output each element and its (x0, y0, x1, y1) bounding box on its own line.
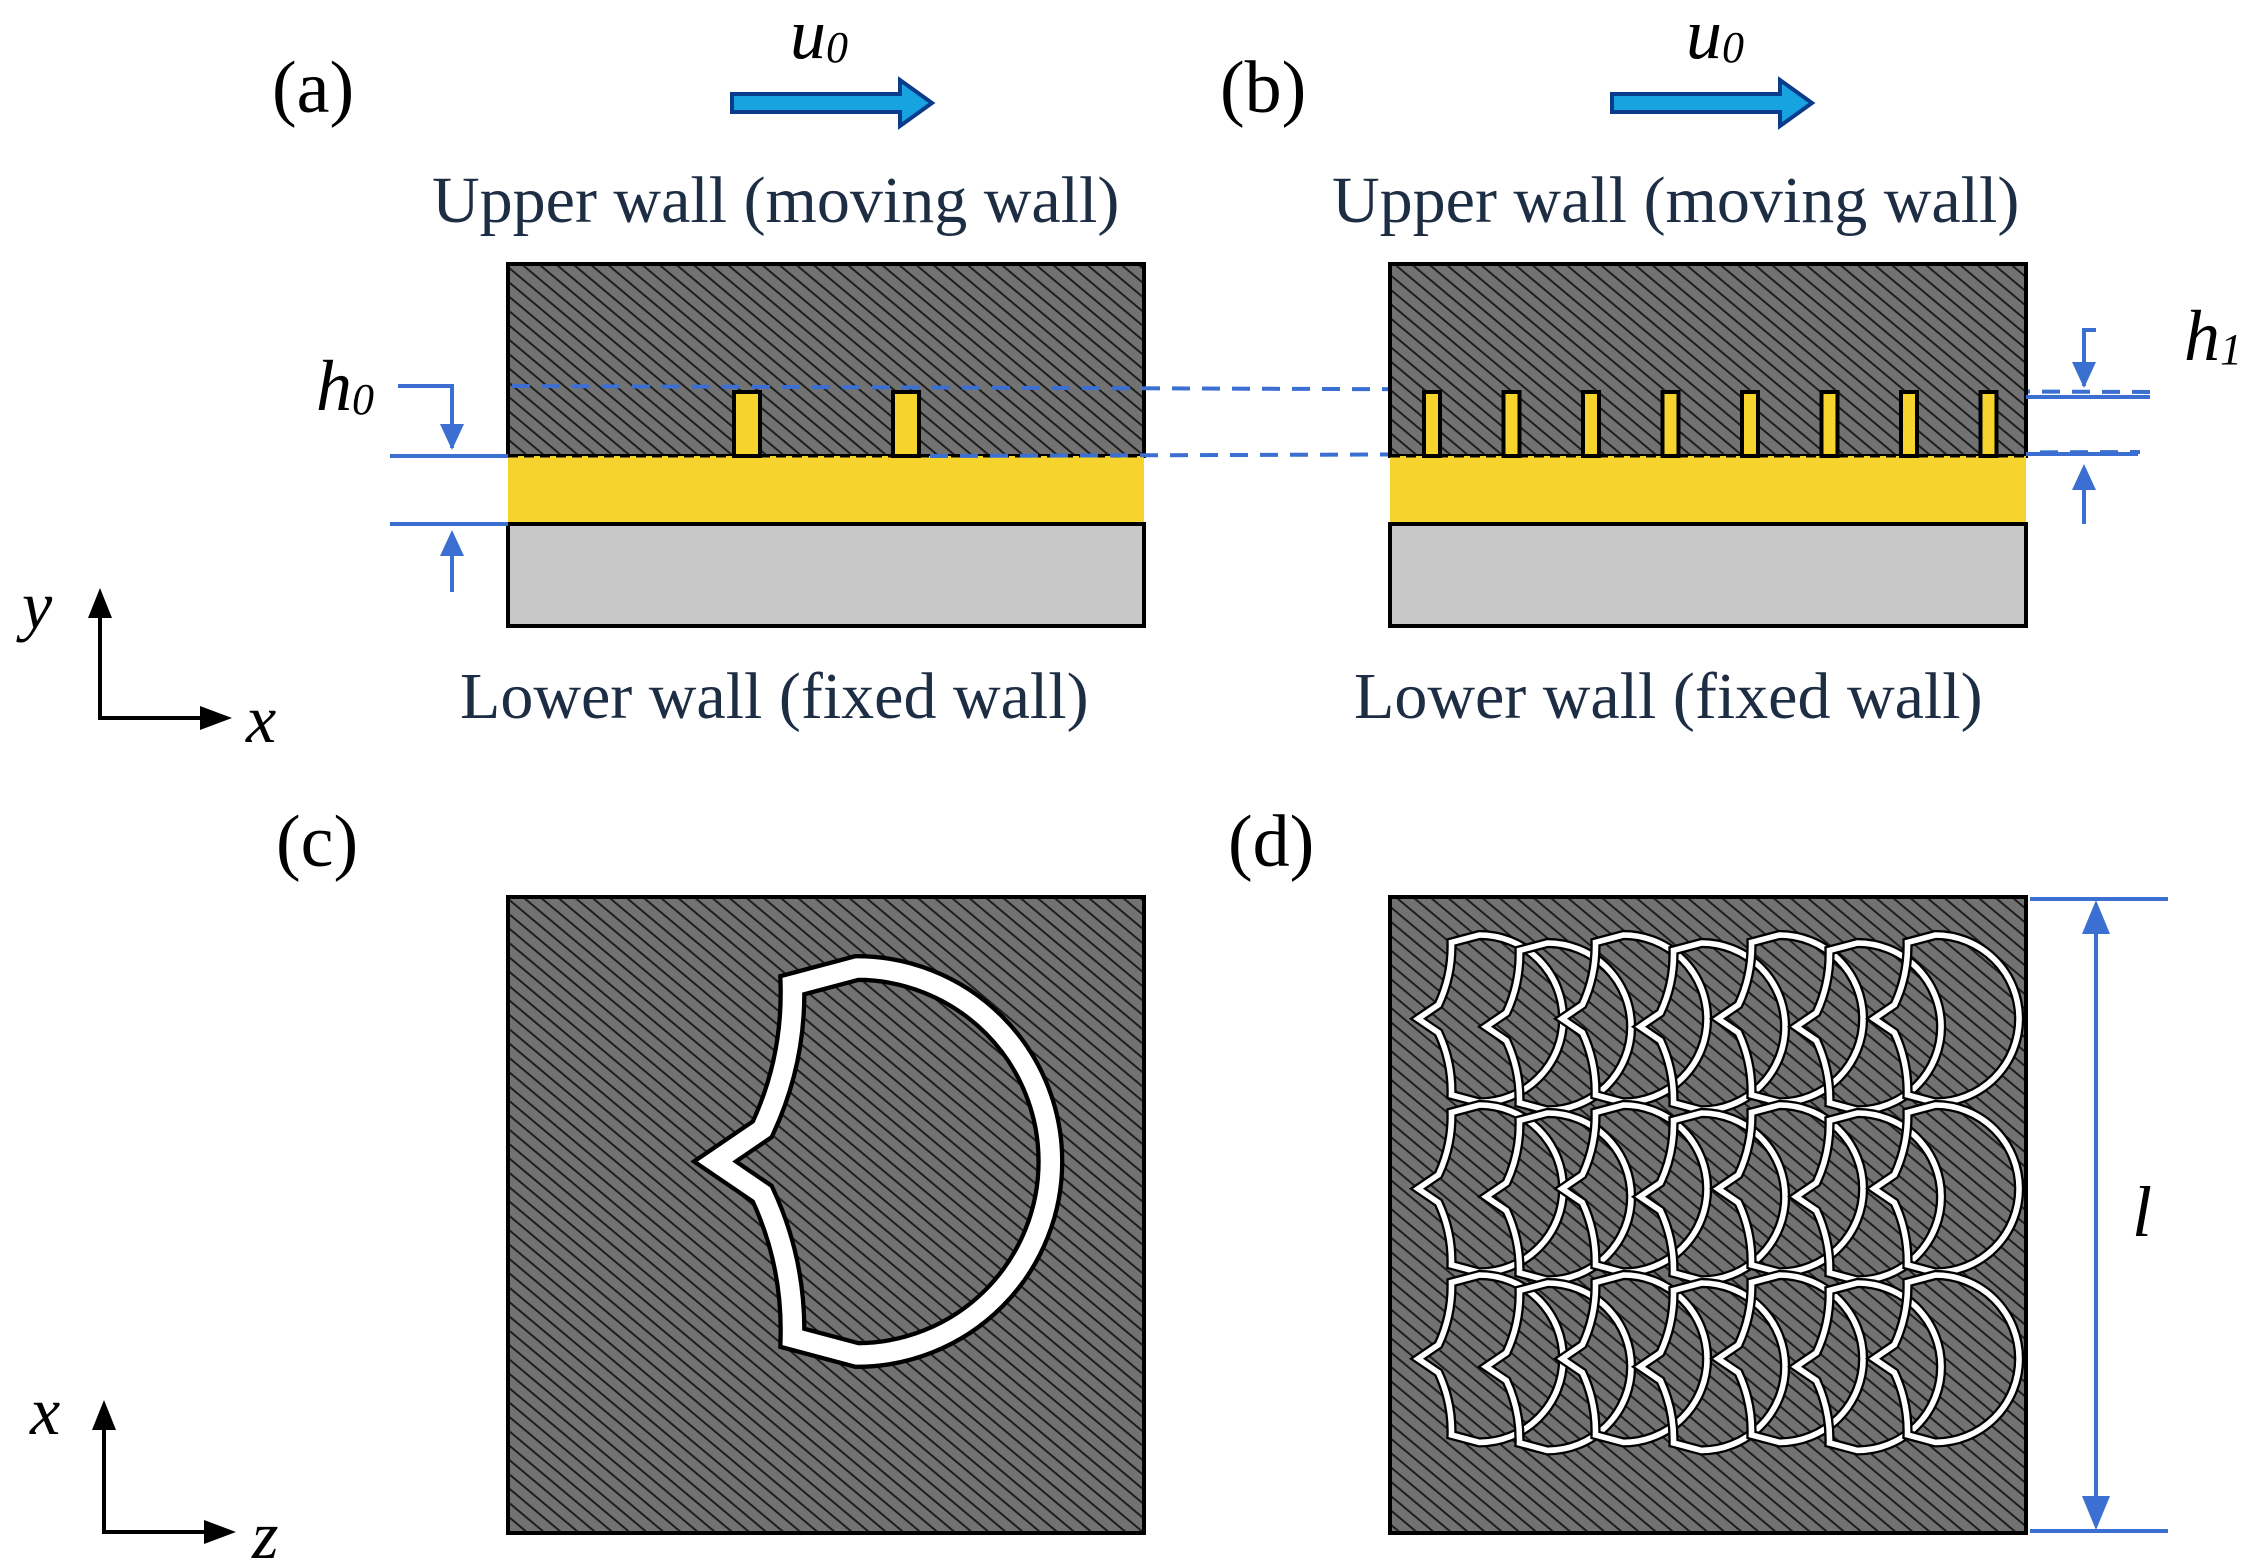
panel-a: (a) u0 Upper wall (moving wall) Lower wa… (272, 0, 1146, 733)
groove (1899, 390, 1919, 458)
arrow-right-icon (1610, 76, 1816, 130)
lubricant-film-b (1390, 456, 2026, 524)
panel-a-label: (a) (272, 47, 354, 129)
lower-wall-a (506, 522, 1146, 628)
h0-symbol: h0 (316, 346, 374, 426)
upper-wall-b (1388, 262, 2028, 458)
axis-y-label: y (16, 567, 53, 643)
axis-x-label-bottom: x (29, 1373, 60, 1449)
panel-c-label: (c) (276, 801, 358, 883)
axes-xz: x z (29, 1373, 278, 1566)
panel-b: (b) u0 Upper wall (moving wall) Lower wa… (1220, 0, 2242, 733)
arrow-right-icon (200, 706, 232, 730)
length-symbol: l (2132, 1172, 2152, 1252)
panel-c: (c) (276, 801, 1146, 1535)
h1-symbol: h1 (2184, 296, 2242, 376)
panel-b-label: (b) (1220, 47, 1306, 129)
axes-xy: y x (16, 567, 276, 757)
velocity-symbol-a: u0 (790, 0, 848, 74)
length-dimension (2030, 897, 2168, 1533)
upper-wall-label-a: Upper wall (moving wall) (432, 164, 1119, 237)
groove (1422, 390, 1442, 458)
groove (1581, 390, 1601, 458)
groove (1740, 390, 1760, 458)
velocity-symbol-b: u0 (1686, 0, 1744, 74)
groove (1501, 390, 1522, 458)
axis-z-label: z (251, 1497, 278, 1566)
arrow-up-icon (92, 1400, 116, 1430)
upper-wall-a (506, 262, 1146, 458)
groove (1819, 390, 1840, 458)
lower-wall-label-b: Lower wall (fixed wall) (1354, 660, 1983, 733)
axis-x-label: x (245, 681, 276, 757)
groove (732, 390, 762, 458)
velocity-arrow-b: u0 (1610, 0, 1816, 130)
groove (1978, 390, 1999, 458)
groove (1660, 390, 1681, 458)
h1-dimension (2026, 328, 2150, 524)
panel-d: (d) l (1228, 801, 2168, 1535)
lower-wall-b (1388, 522, 2028, 628)
texture-grooves-b (1390, 390, 2026, 458)
lubricant-film-a (508, 456, 1144, 524)
panel-d-label: (d) (1228, 801, 1314, 883)
groove (891, 390, 921, 458)
arrow-right-icon (730, 76, 936, 130)
velocity-arrow-a: u0 (730, 0, 936, 130)
lower-wall-label-a: Lower wall (fixed wall) (460, 660, 1089, 733)
h0-dimension (390, 384, 508, 592)
upper-wall-label-b: Upper wall (moving wall) (1332, 164, 2019, 237)
arrow-right-icon (204, 1520, 236, 1544)
texture-grooves-a (508, 390, 1144, 458)
arrow-up-icon (88, 588, 112, 618)
